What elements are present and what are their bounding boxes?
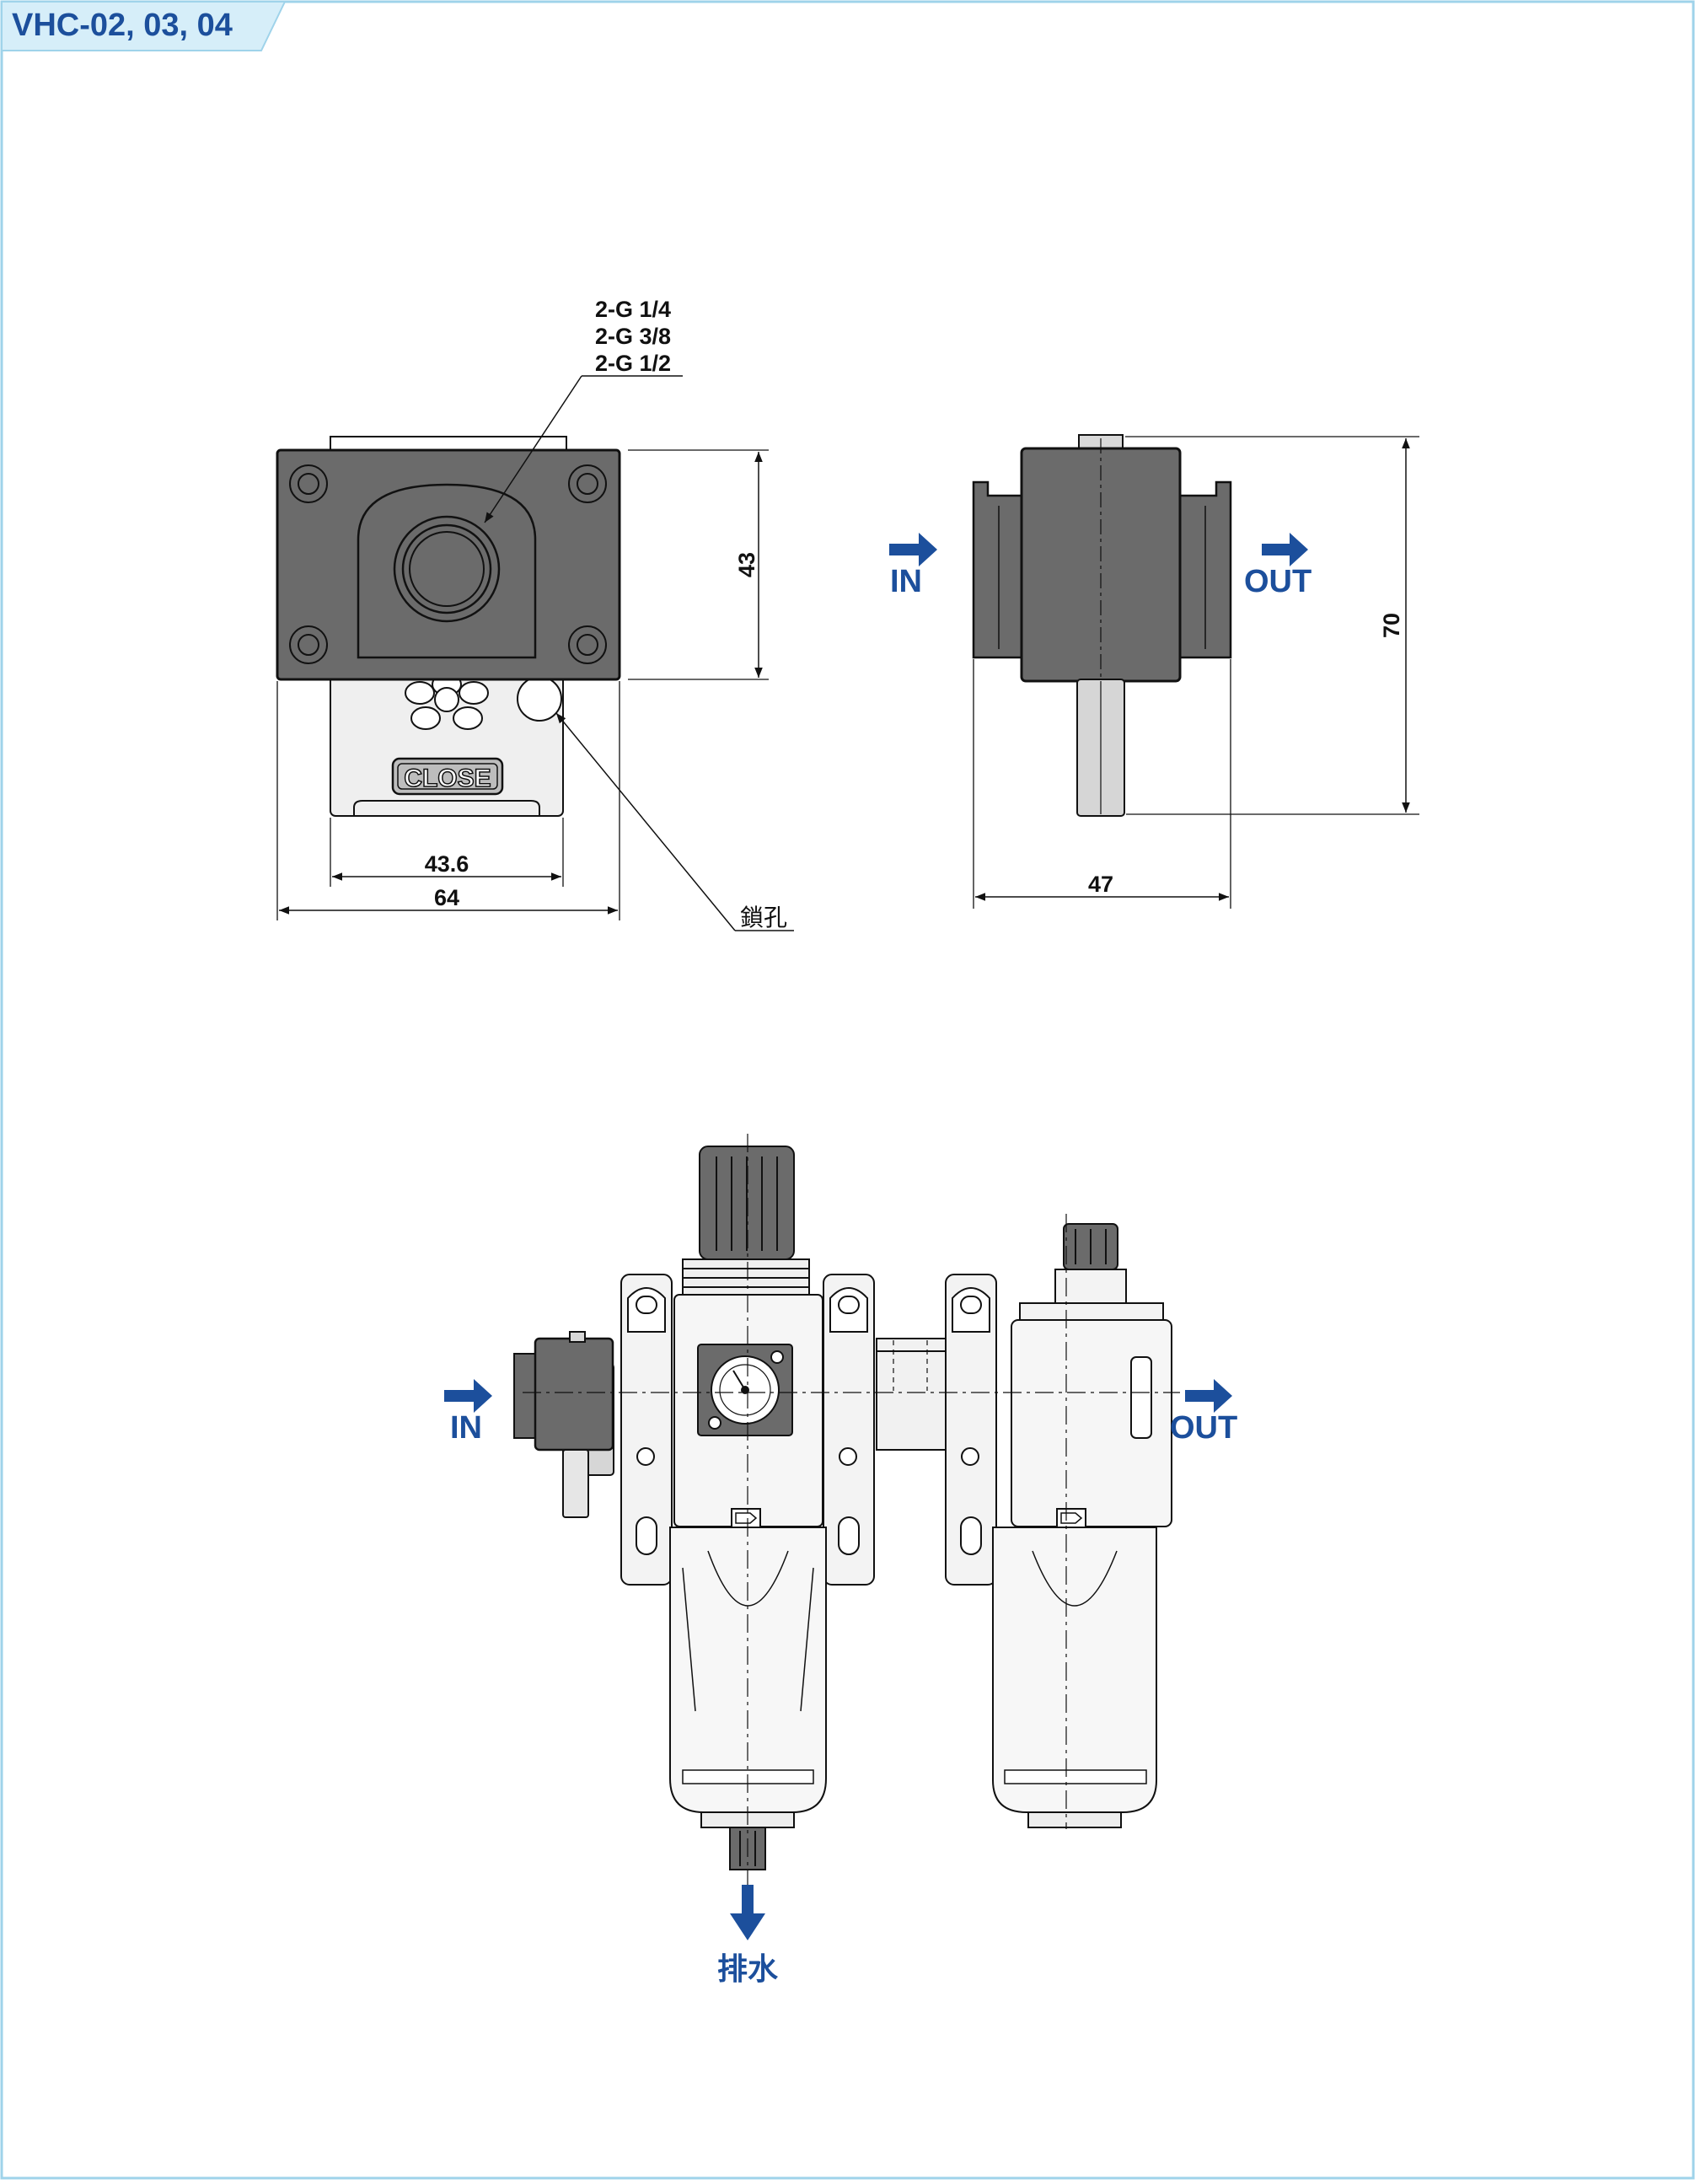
front-view: CLOSE 2-G 1/4 2-G 3/8 2-G 1/2 鎖孔 43 <box>276 297 794 931</box>
bracket <box>945 1274 997 1586</box>
out-label: OUT <box>1244 564 1311 599</box>
drain-arrow-icon <box>730 1885 765 1940</box>
close-badge <box>391 757 504 796</box>
flow-arrow-icon <box>1262 533 1308 566</box>
drain-label: 排水 <box>717 1951 779 1986</box>
regulator-knob <box>682 1146 810 1296</box>
dim-width-43-6: 43.6 <box>425 851 469 877</box>
bolt-icons <box>289 464 607 664</box>
dim-height-70: 70 <box>1379 613 1404 638</box>
in-label: IN <box>890 564 922 599</box>
page-title: VHC-02, 03, 04 <box>12 8 233 43</box>
assembly-in-label: IN <box>450 1410 482 1446</box>
lock-hole-label: 鎖孔 <box>740 904 787 931</box>
shutoff-valve <box>513 1331 614 1518</box>
flow-arrow-icon <box>889 533 937 566</box>
header-tab: VHC-02, 03, 04 <box>1 1 287 51</box>
side-view: IN OUT 70 47 <box>889 434 1419 909</box>
lock-hole <box>517 676 562 722</box>
assembly-view <box>513 1134 1180 1888</box>
dim-width-47: 47 <box>1088 872 1113 897</box>
port-size-label: 2-G 3/8 <box>595 324 671 349</box>
assembly-out-label: OUT <box>1170 1410 1237 1446</box>
port-size-label: 2-G 1/2 <box>595 351 671 376</box>
lubricator <box>992 1223 1172 1828</box>
bracket <box>823 1274 875 1586</box>
flow-knob <box>405 673 489 730</box>
flow-arrow-icon <box>444 1379 492 1413</box>
bracket <box>620 1274 673 1586</box>
dim-height-43: 43 <box>734 552 759 577</box>
port-size-label: 2-G 1/4 <box>595 297 671 322</box>
dim-width-64: 64 <box>434 885 459 910</box>
flow-arrow-icon <box>1185 1379 1232 1413</box>
close-label: CLOSE <box>404 765 491 792</box>
